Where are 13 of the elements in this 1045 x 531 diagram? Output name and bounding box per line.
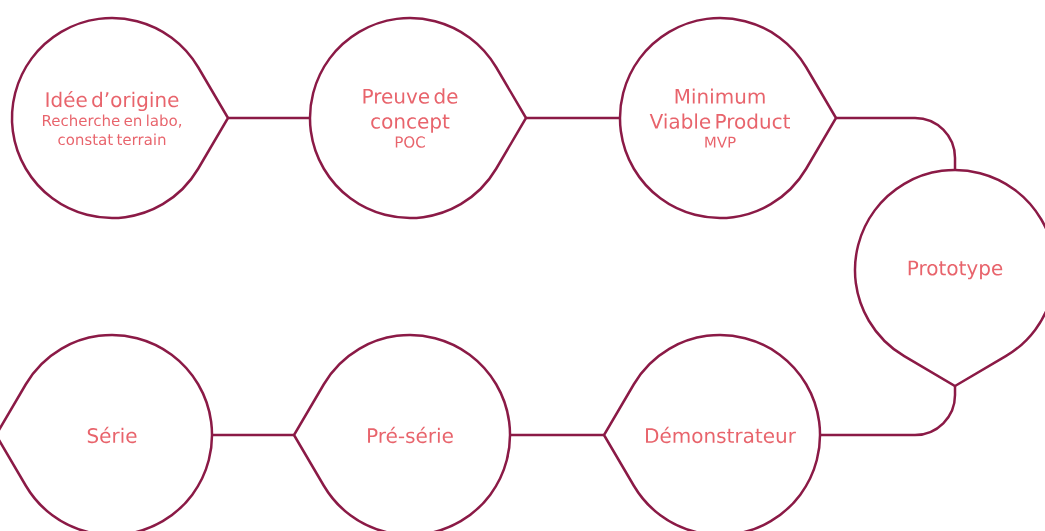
teardrop-node: Démonstrateur bbox=[602, 333, 822, 531]
teardrop-node: Prototype bbox=[853, 168, 1045, 388]
connector-line bbox=[836, 116, 957, 170]
teardrop-node: Série bbox=[0, 333, 214, 531]
connector-line bbox=[228, 116, 310, 120]
teardrop-node: Pré-série bbox=[292, 333, 512, 531]
teardrop-node: Preuve de concept POC bbox=[308, 16, 528, 220]
connector-line bbox=[212, 433, 294, 437]
teardrop-node: Minimum Viable Product MVP bbox=[618, 16, 838, 220]
teardrop-node: Idée d’origine Recherche en labo, constat terrain bbox=[10, 16, 230, 220]
connector-line bbox=[510, 433, 604, 437]
connector-line bbox=[820, 386, 957, 437]
connector-line bbox=[526, 116, 620, 120]
